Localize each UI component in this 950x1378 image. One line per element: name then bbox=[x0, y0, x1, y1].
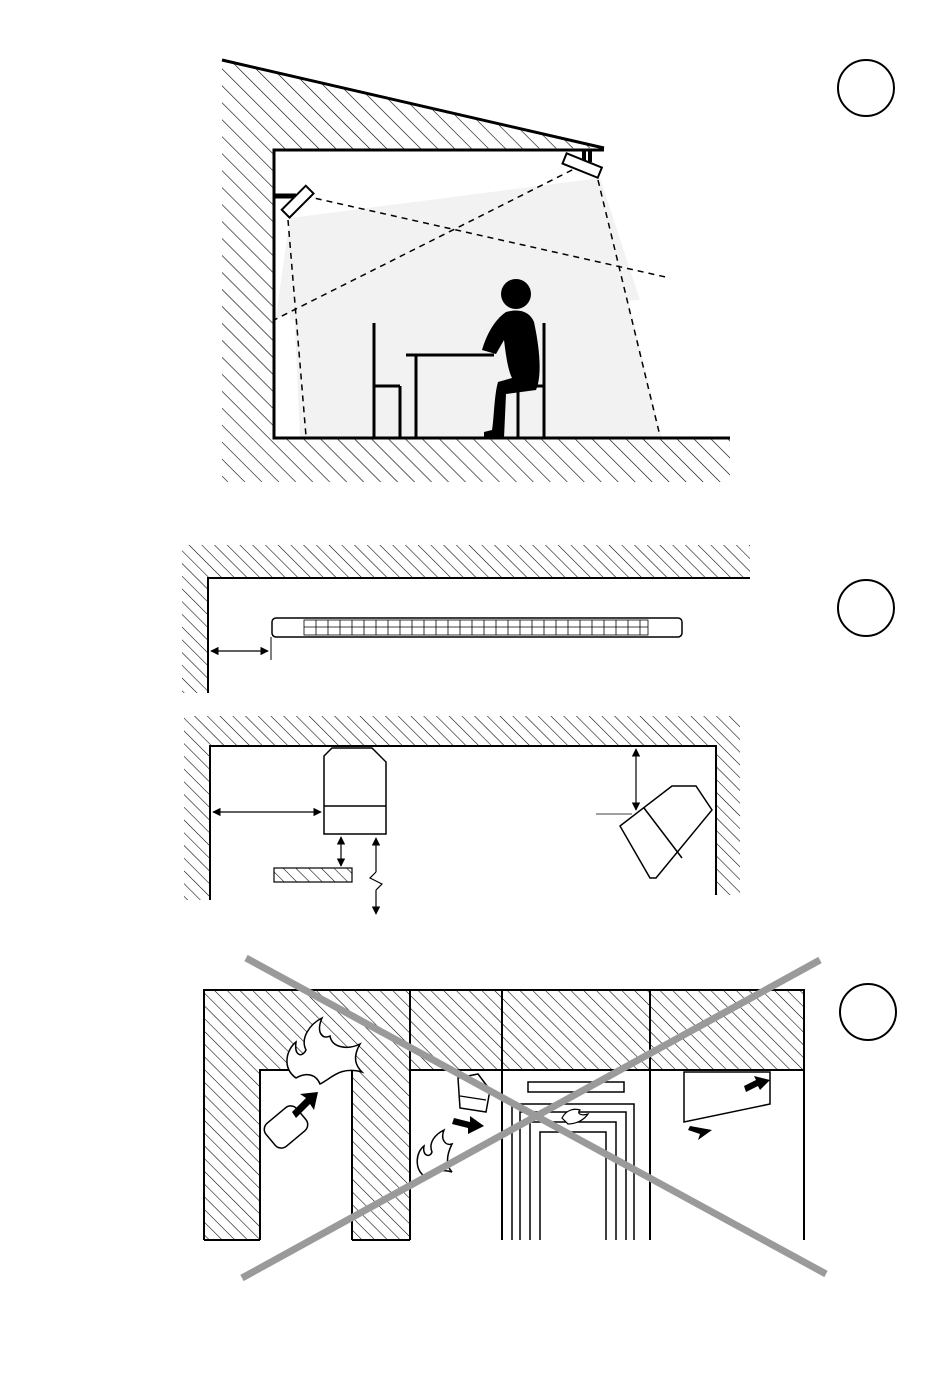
callout-2 bbox=[838, 580, 894, 636]
arrow-icon bbox=[452, 1116, 484, 1134]
arrow-icon bbox=[688, 1126, 712, 1140]
figure-2-wall-clearances bbox=[182, 545, 750, 914]
callout-3 bbox=[840, 984, 896, 1040]
clearance-dimension bbox=[211, 637, 271, 660]
obstacle-shelf bbox=[274, 868, 352, 882]
heater-icon bbox=[324, 748, 386, 834]
floor-dimension bbox=[370, 838, 382, 914]
arrow-icon bbox=[292, 1092, 318, 1118]
heater-icon bbox=[620, 786, 712, 878]
callout-1 bbox=[838, 60, 894, 116]
heater-icon bbox=[272, 618, 682, 637]
figure-3-prohibited-installations bbox=[204, 958, 826, 1278]
figure-1-room-section bbox=[222, 60, 730, 482]
